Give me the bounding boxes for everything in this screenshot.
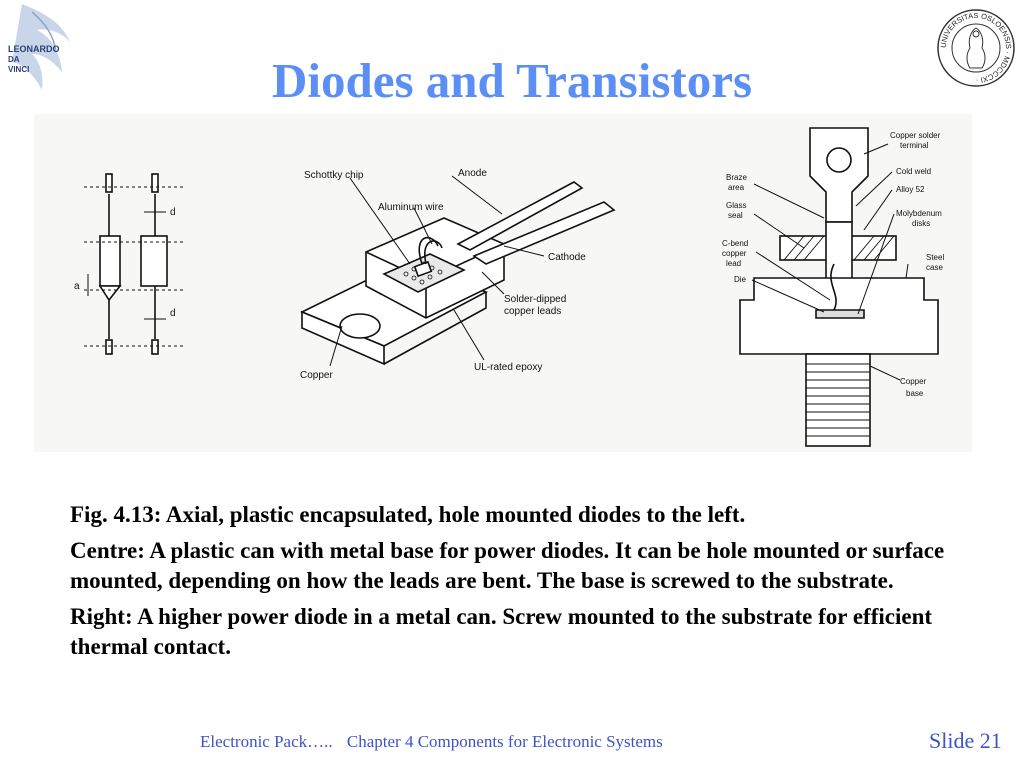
label-terminal: terminal — [900, 141, 929, 150]
label-c-bend: C-bend — [722, 239, 748, 248]
label-aluminum-wire: Aluminum wire — [378, 202, 444, 213]
label-cathode: Cathode — [548, 252, 586, 263]
label-copper-right: copper — [722, 249, 747, 258]
label-anode: Anode — [458, 168, 487, 179]
label-die: Die — [734, 275, 747, 284]
label-alloy-52: Alloy 52 — [896, 185, 925, 194]
label-cold-weld: Cold weld — [896, 167, 931, 176]
footer-chapter: Chapter 4 Components for Electronic Syst… — [346, 732, 663, 751]
axial-diodes-drawing: d a d — [74, 173, 184, 355]
logo-left-line-3: VINCI — [8, 65, 29, 74]
caption-paragraph-3: Right: A higher power diode in a metal c… — [70, 604, 933, 659]
slide-number: Slide 21 — [929, 728, 1002, 753]
figure-caption: Fig. 4.13: Axial, plastic encapsulated, … — [70, 500, 970, 668]
label-disks: disks — [912, 219, 930, 228]
label-copper-base-1: Copper — [900, 377, 927, 386]
dim-label-d-top: d — [170, 207, 176, 218]
caption-paragraph-2: Centre: A plastic can with metal base fo… — [70, 538, 945, 593]
university-seal: UNIVERSITAS OSLOENSIS · MDCCCXI · — [936, 8, 1016, 88]
label-steel: Steel — [926, 253, 944, 262]
label-glass: Glass — [726, 201, 746, 210]
label-seal: seal — [728, 211, 743, 220]
diode-illustrations: d a d — [74, 127, 944, 447]
label-copper: Copper — [300, 370, 333, 381]
leonardo-da-vinci-logo: LEONARDO DA VINCI — [2, 2, 74, 94]
leonardo-da-vinci-logo-icon: LEONARDO DA VINCI — [8, 4, 70, 90]
diode-figure: d a d — [34, 114, 972, 452]
label-braze: Braze — [726, 173, 747, 182]
label-solder-dipped: Solder-dipped — [504, 294, 566, 305]
dim-label-d-bottom: d — [170, 308, 176, 319]
label-copper-solder: Copper solder — [890, 131, 941, 140]
caption-paragraph-1: Fig. 4.13: Axial, plastic encapsulated, … — [70, 502, 746, 527]
slide-footer: Electronic Pack….. Chapter 4 Components … — [200, 732, 663, 752]
label-copper-leads: copper leads — [504, 306, 561, 317]
label-ul-rated-epoxy: UL-rated epoxy — [474, 362, 542, 373]
metal-can-diode-drawing: Copper solder terminal Braze area Cold w… — [722, 127, 944, 447]
logo-left-line-1: LEONARDO — [8, 44, 60, 54]
seal-text: UNIVERSITAS OSLOENSIS · MDCCCXI · — [939, 11, 1013, 85]
label-case: case — [926, 263, 943, 272]
label-area: area — [728, 183, 745, 192]
label-schottky-chip: Schottky chip — [304, 170, 364, 181]
footer-course: Electronic Pack….. — [200, 732, 333, 751]
logo-left-line-2: DA — [8, 55, 20, 64]
dim-label-a: a — [74, 281, 80, 292]
university-of-oslo-seal-icon: UNIVERSITAS OSLOENSIS · MDCCCXI · — [937, 9, 1015, 87]
label-copper-base-2: base — [906, 389, 924, 398]
label-lead: lead — [726, 259, 741, 268]
plastic-power-diode-drawing: Schottky chip Anode Aluminum wire Cathod… — [300, 168, 616, 381]
label-molybdenum: Molybdenum — [896, 209, 942, 218]
slide-title: Diodes and Transistors — [271, 52, 753, 108]
